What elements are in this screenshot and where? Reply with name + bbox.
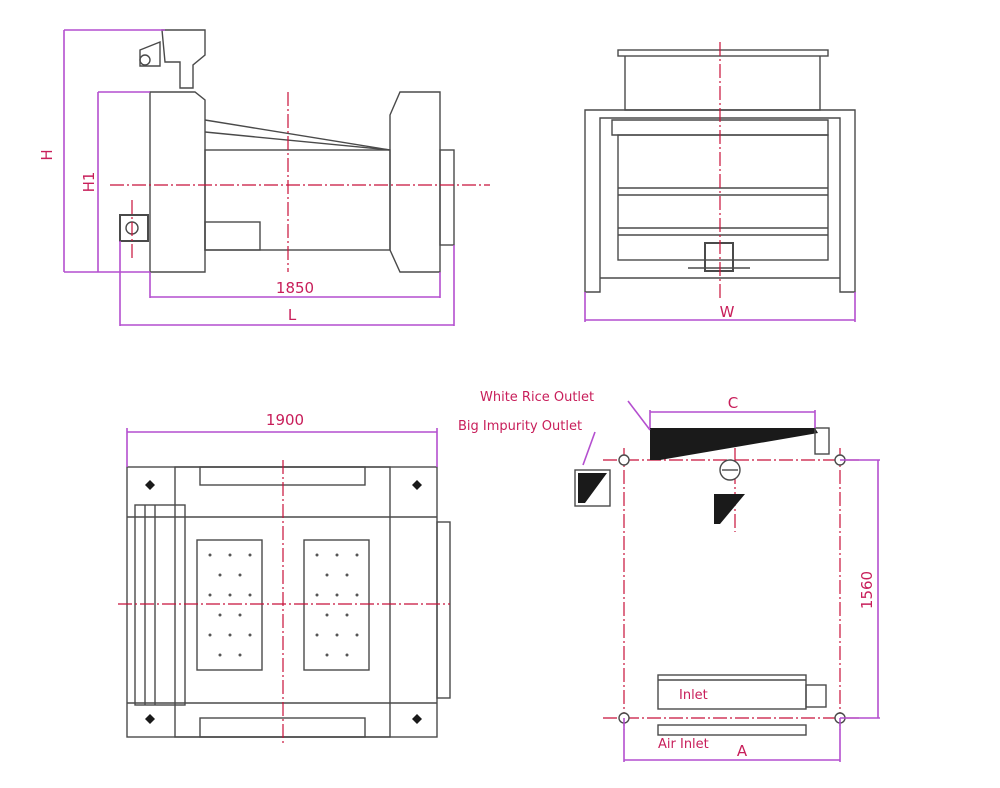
top-view: 1900 (118, 411, 451, 745)
dim-1560-label: 1560 (858, 571, 876, 609)
side-view: H H1 1850 L (38, 29, 490, 326)
screen-holes (208, 553, 359, 657)
dim-a-label: A (737, 742, 748, 760)
front-view: W (584, 42, 856, 322)
dim-1850-label: 1850 (276, 279, 314, 297)
dim-l-label: L (288, 306, 297, 324)
inlet-label: Inlet (679, 688, 708, 703)
dim-c-label: C (728, 394, 738, 412)
dim-w-label: W (720, 303, 735, 321)
dim-1900-label: 1900 (266, 411, 304, 429)
plan-view: C 1560 A White Rice Outlet Big Impurity … (458, 390, 880, 762)
dim-h-label: H (38, 149, 56, 160)
dim-h1-label: H1 (80, 172, 98, 193)
air-inlet-label: Air Inlet (658, 737, 709, 752)
big-impurity-outlet-label: Big Impurity Outlet (458, 419, 582, 434)
white-rice-outlet-label: White Rice Outlet (480, 390, 594, 405)
